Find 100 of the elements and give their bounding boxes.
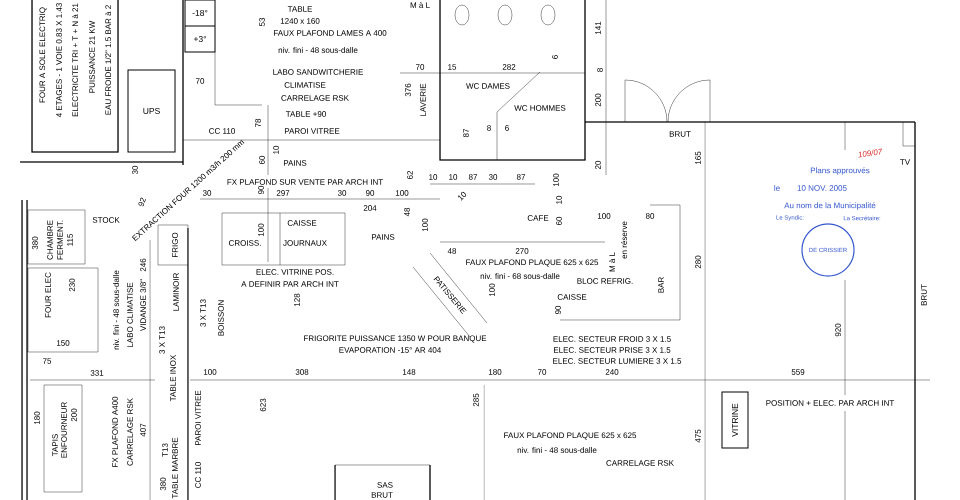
plan-label: en réserve <box>621 221 627 259</box>
plan-label: PAINS <box>284 160 306 166</box>
plan-label: WC DAMES <box>466 83 510 89</box>
plan-label: 3 X T13 <box>200 299 206 327</box>
equipment-cabinet: UPS <box>128 70 176 152</box>
stamp-text: le <box>774 185 780 191</box>
plan-label: CC 110 <box>195 462 201 488</box>
dimension-label: 90 <box>555 306 561 314</box>
plan-label: niv. fini - 68 sous-dalle <box>480 273 560 279</box>
dimension-label: 285 <box>473 394 479 406</box>
plan-label: ELECTRICITE TRI + T + N à 21 <box>72 4 78 116</box>
dimension-label: 148 <box>402 369 416 375</box>
dimension-label: 150 <box>56 340 70 346</box>
plan-label: PAINS <box>372 234 394 240</box>
plan-label: ELEC. VITRINE POS. <box>256 269 334 275</box>
dimension-label: 100 <box>489 284 495 296</box>
dimension-label: 75 <box>42 358 52 364</box>
dimension-label: 380 <box>32 236 38 250</box>
plan-label: FAUX PLAFOND PLAQUE 625 x 625 <box>504 432 636 440</box>
plan-label: ELEC. SECTEUR PRISE 3 X 1.5 <box>554 347 670 353</box>
dimension-label: 100 <box>396 190 408 196</box>
plan-label: TABLE <box>288 6 312 12</box>
plan-label: FOUR A SOLE ELECTRIQ <box>39 7 47 102</box>
plan-label: TABLE MARBRE <box>172 438 178 498</box>
plan-label: STOCK <box>92 217 120 223</box>
plan-label: LAMINOIR <box>173 273 179 311</box>
plan-label: niv. fini - 48 sous-dalle <box>113 270 119 350</box>
plan-label: CARRELAGE RSK <box>606 460 674 466</box>
plan-label: LABO CLIMATISE <box>127 282 133 347</box>
plan-label: CAISSE <box>288 220 316 226</box>
plan-label: PAROI VITREE <box>195 390 201 446</box>
display-case: VITRINE <box>722 392 748 448</box>
dimension-label: 15 <box>448 64 456 70</box>
dimension-label: 8 <box>597 68 603 72</box>
plan-label: FRIGORITE PUISSANCE 1350 W POUR BANQUE <box>304 335 486 343</box>
dimension-label: 48 <box>448 248 456 254</box>
plan-label: BLOC REFRIG. <box>577 278 632 284</box>
handwritten-note: 109/07 <box>858 148 882 158</box>
plan-label: 4 ETAGES - 1 VOIE 0.83 X 1.43 <box>56 3 62 118</box>
dimension-label: 87 <box>468 174 478 180</box>
dimension-label: 6 <box>552 55 558 59</box>
stamp-text: Au nom de la Municipalité <box>784 202 876 210</box>
dimension-label: 200 <box>71 408 77 422</box>
temperature-cell: +3° <box>184 26 216 52</box>
dimension-label: 60 <box>259 156 265 164</box>
dimension-label: 30 <box>338 190 346 196</box>
plan-label: TABLE INOX <box>170 354 176 402</box>
dimension-label: 380 <box>160 478 166 490</box>
dimension-label: 200 <box>595 94 601 106</box>
dimension-label: 100 <box>258 224 264 236</box>
dimension-label: 87 <box>516 174 526 180</box>
plan-label: TV <box>900 159 910 165</box>
dimension-label: 920 <box>835 324 841 336</box>
dimension-label: 10 <box>429 174 438 180</box>
dimension-label: 246 <box>140 258 146 272</box>
plan-label: M à L <box>609 252 615 272</box>
dimension-label: 90 <box>258 186 264 194</box>
dimension-label: 559 <box>792 369 804 375</box>
plan-label: FRIGO <box>172 232 178 257</box>
dimension-label: 53 <box>259 18 265 26</box>
dimension-label: 100 <box>422 218 428 232</box>
dimension-label: 282 <box>502 64 516 70</box>
dimension-label: 331 <box>90 370 104 376</box>
plan-label: ENFOURNEUR <box>61 402 67 458</box>
plan-label: FAUX PLAFOND PLAQUE 625 x 625 <box>466 259 598 267</box>
plan-label: M à L <box>410 2 430 8</box>
plan-label: CHAMBRE <box>47 220 53 260</box>
plan-label: FOUR ELEC <box>45 272 51 318</box>
dimension-label: 240 <box>606 369 618 375</box>
stamp-text: 10 NOV. 2005 <box>798 185 847 191</box>
plan-label: WC HOMMES <box>514 105 566 111</box>
plan-label: BRUT <box>670 131 691 137</box>
plan-label: PAROI VITREE <box>284 128 340 134</box>
dimension-label: 165 <box>695 152 701 164</box>
dimension-label: 80 <box>646 213 654 219</box>
dimension-label: 6 <box>505 125 509 131</box>
dimension-label: 90 <box>366 190 374 196</box>
plan-label: LAVERIE <box>420 84 426 116</box>
dimension-label: 180 <box>488 369 502 375</box>
plan-label: ELEC. SECTEUR FROID 3 X 1.5 <box>554 336 671 342</box>
plan-label: TABLE +90 <box>286 111 326 117</box>
dimension-label: 10 <box>449 174 458 180</box>
plan-label: PUISSANCE 21 KW <box>89 20 95 93</box>
plan-label: CARRELAGE RSK <box>281 95 349 101</box>
dimension-label: 128 <box>294 294 300 306</box>
plan-label: FERMENT. <box>57 220 63 260</box>
dimension-label: 60 <box>556 216 562 226</box>
plan-label: BAR <box>658 277 664 293</box>
dimension-label: 623 <box>260 398 266 412</box>
dimension-label: 475 <box>695 430 701 442</box>
dimension-label: 70 <box>196 78 204 84</box>
dimension-label: 20 <box>595 160 601 170</box>
plan-label: POSITION + ELEC. PAR ARCH INT <box>766 400 894 406</box>
stamp-text: Plans approuvés <box>810 167 870 175</box>
plan-label: CLIMATISE <box>284 82 326 88</box>
plan-label: TAPIS <box>52 434 58 456</box>
plan-label: LABO SANDWITCHERIE <box>273 69 363 75</box>
plan-label: CC 110 <box>209 128 235 134</box>
dimension-label: 70 <box>416 64 424 70</box>
plan-label: A DEFINIR PAR ARCH INT <box>241 281 339 287</box>
